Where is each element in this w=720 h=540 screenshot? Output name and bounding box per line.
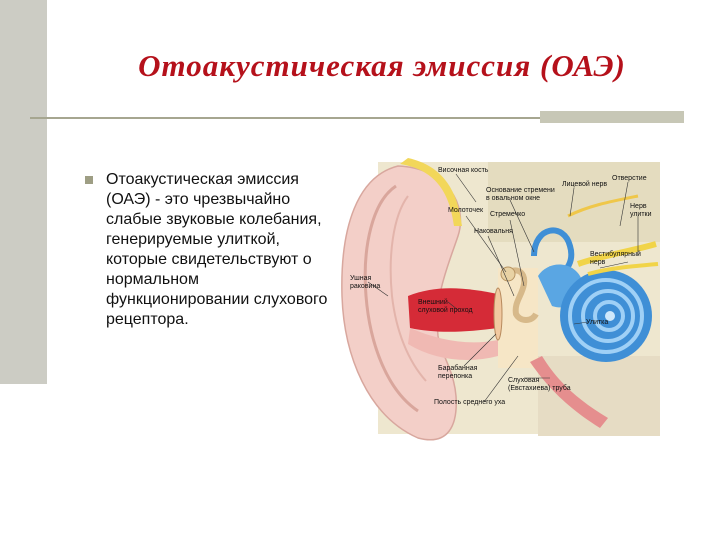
facial-nerve [567,194,639,218]
label-facial-nerve: Лицевой нерв [562,180,607,188]
title-divider [30,117,684,119]
cochlear-nerve [587,262,659,276]
title-divider-block [540,111,684,123]
cochlea-ring-3 [593,300,625,332]
label-oval-window: в овальном окне [486,195,540,202]
slide-title: Отоакустическая эмиссия (ОАЭ) [138,48,626,83]
label-vestibular-nerve: Вестибулярный [590,250,641,258]
ear-canal-lower [408,328,498,360]
leader-lines [367,173,639,403]
label-nerves: Нерв [630,203,647,210]
label-opening: Отверстие [612,175,647,182]
label-ear-canal-2: слуховой проход [418,306,473,314]
body-paragraph: Отоакустическая эмиссия (ОАЭ) - это чрез… [106,171,328,328]
label-cochlea: Улитка [586,319,608,326]
eustachian-tube [530,356,608,428]
label-eardrum: Барабанная [438,364,478,372]
auricle-ridge [389,195,427,382]
label-eardrum-2: перепонка [438,373,472,380]
left-accent-bar [0,0,47,384]
cochlea-ring-2 [581,289,635,343]
label-nerves-2: улитки [630,211,652,218]
label-vestibular-nerve-2: нерв [590,259,606,266]
malleus-head [500,266,516,282]
bullet-marker [85,176,93,184]
bone-speckle-area [488,162,660,242]
label-ear-canal: Внешний [418,298,448,306]
cochlea-ring-1 [568,278,644,354]
cartilage-band [400,158,462,226]
auricle-inner-fold [363,184,419,413]
vestibular-nerve [576,241,657,267]
label-temporal-bone: Височная кость [438,167,489,174]
label-middle-ear: Полость среднего уха [434,399,505,406]
ear-canal [408,288,498,332]
label-auricle: Ушная [350,275,372,282]
label-stapes: Стремечко [490,211,525,218]
label-incus: Наковальня [474,228,513,235]
eardrum-shape [493,287,503,341]
ossicles [501,267,539,323]
cochlea-center [605,311,615,321]
label-stapes-base: Основание стремени [486,187,555,194]
auricle-shape [341,165,462,441]
label-eustachian: Слуховая [508,377,539,384]
ear-anatomy-illustration: Височная кость Основание стремени в овал… [341,158,660,441]
label-malleus: Молоточек [448,207,484,214]
label-auricle-2: раковина [350,283,380,290]
label-eustachian-2: (Евстахиева) труба [508,384,571,392]
